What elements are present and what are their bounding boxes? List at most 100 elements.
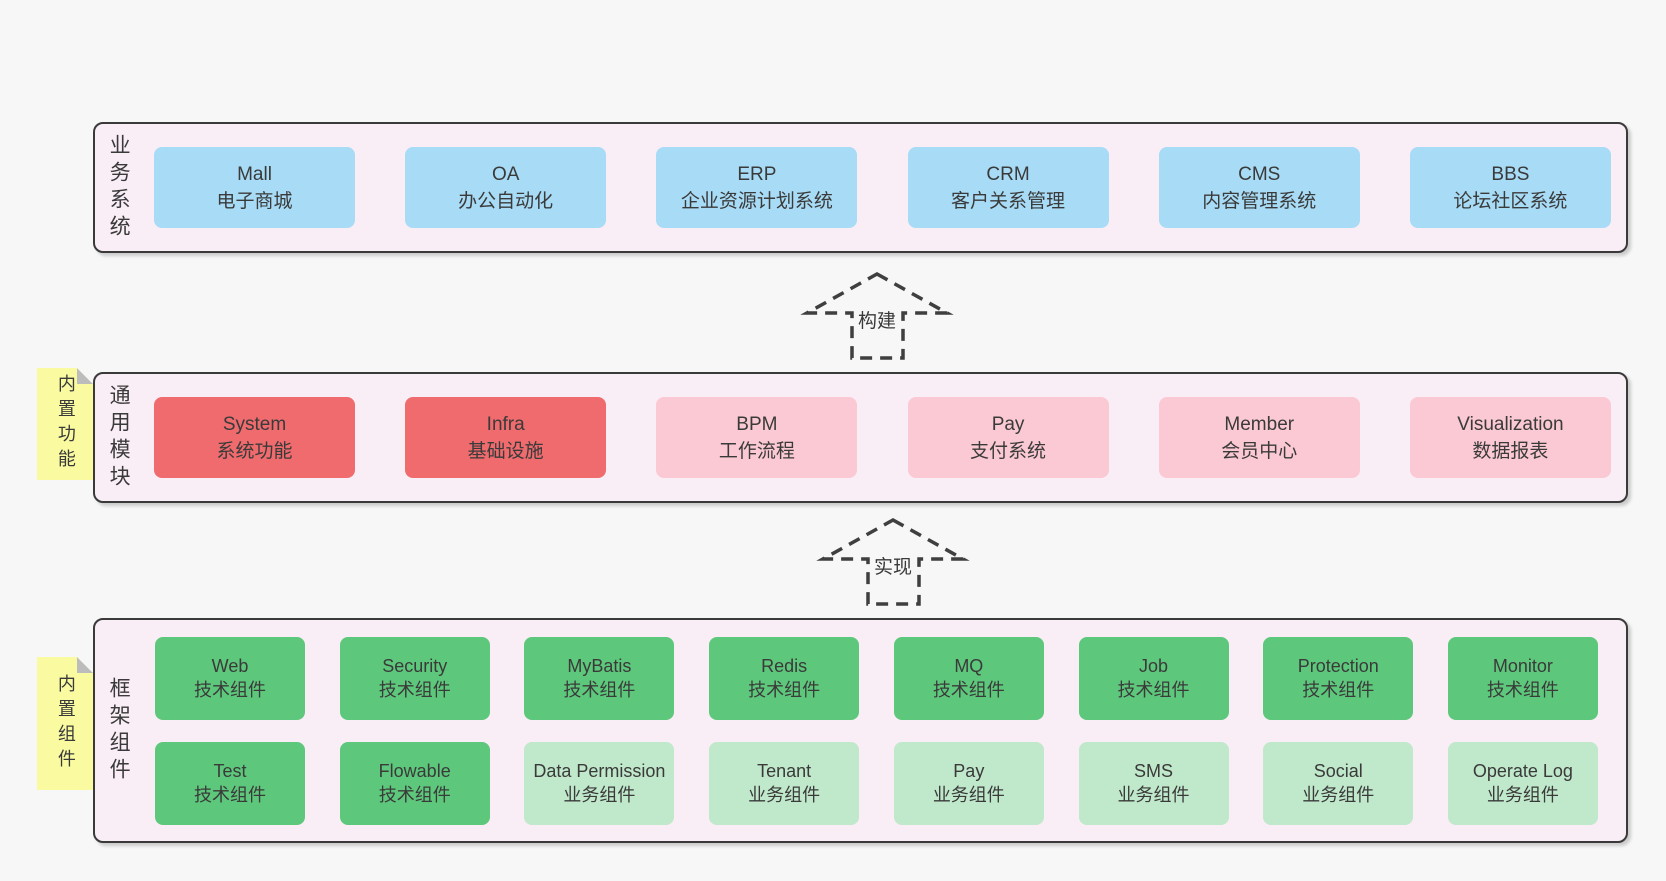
box-name: MQ xyxy=(954,656,984,676)
box-subtitle: 内容管理系统 xyxy=(1202,190,1317,212)
box-subtitle: 技术组件 xyxy=(194,680,266,700)
box-name: Operate Log xyxy=(1472,761,1573,781)
box-subtitle: 数据报表 xyxy=(1472,440,1549,462)
component-box-pay: Pay 支付系统 xyxy=(907,397,1109,478)
component-box-test: Test 技术组件 xyxy=(155,741,305,825)
component-box-mybatis: MyBatis 技术组件 xyxy=(524,636,675,720)
up-arrow-icon xyxy=(816,517,970,606)
layer-label-common-modules: 通用模块 xyxy=(107,383,131,492)
component-box-redis: Redis 技术组件 xyxy=(709,636,860,720)
component-box-pay: Pay 业务组件 xyxy=(893,741,1044,825)
box-name: Pay xyxy=(991,413,1025,435)
box-subtitle: 技术组件 xyxy=(1117,680,1190,700)
box-name: Flowable xyxy=(378,761,451,781)
component-box-security: Security 技术组件 xyxy=(339,636,490,720)
box-name: Data Permission xyxy=(533,761,666,781)
component-box-cms: CMS 内容管理系统 xyxy=(1158,147,1360,228)
box-name: Tenant xyxy=(757,761,812,781)
component-box-protection: Protection 技术组件 xyxy=(1263,636,1414,720)
sticky-note-builtin-features: 内置功能 xyxy=(37,368,93,480)
box-subtitle: 企业资源计划系统 xyxy=(680,190,833,212)
component-box-bbs: BBS 论坛社区系统 xyxy=(1409,147,1611,228)
box-subtitle: 业务组件 xyxy=(1486,785,1559,805)
component-box-tenant: Tenant 业务组件 xyxy=(709,741,860,825)
box-subtitle: 技术组件 xyxy=(194,785,266,805)
component-box-job: Job 技术组件 xyxy=(1078,636,1229,720)
box-name: BPM xyxy=(736,413,778,435)
box-name: CRM xyxy=(986,163,1030,185)
box-subtitle: 支付系统 xyxy=(970,440,1047,462)
box-name: MyBatis xyxy=(567,656,632,676)
box-subtitle: 客户关系管理 xyxy=(951,190,1066,212)
implement-arrow-label: 实现 xyxy=(870,556,916,579)
implement-arrow: 实现 xyxy=(816,514,970,610)
box-name: OA xyxy=(491,163,520,185)
box-subtitle: 工作流程 xyxy=(718,440,795,462)
sticky-note-text: 内置组件 xyxy=(55,673,76,774)
box-name: Infra xyxy=(486,413,525,435)
box-subtitle: 业务组件 xyxy=(563,785,636,805)
box-name: System xyxy=(222,413,287,435)
box-name: Web xyxy=(211,656,249,676)
folded-corner-icon xyxy=(77,657,93,673)
component-box-infra: Infra 基础设施 xyxy=(405,397,607,478)
box-subtitle: 业务组件 xyxy=(748,785,821,805)
box-subtitle: 技术组件 xyxy=(378,785,451,805)
box-name: Monitor xyxy=(1492,656,1553,676)
sticky-note-text: 内置功能 xyxy=(55,374,76,474)
component-box-erp: ERP 企业资源计划系统 xyxy=(656,147,858,228)
component-box-flowable: Flowable 技术组件 xyxy=(339,741,490,825)
box-subtitle: 电子商城 xyxy=(216,190,293,212)
box-subtitle: 技术组件 xyxy=(748,680,821,700)
box-name: Redis xyxy=(761,656,808,676)
component-box-bpm: BPM 工作流程 xyxy=(656,397,858,478)
component-box-web: Web 技术组件 xyxy=(155,636,305,720)
box-subtitle: 技术组件 xyxy=(563,680,636,700)
component-box-operate-log: Operate Log 业务组件 xyxy=(1447,741,1598,825)
box-name: Protection xyxy=(1297,656,1379,676)
box-name: Security xyxy=(382,656,448,676)
box-name: Pay xyxy=(953,761,985,781)
box-subtitle: 技术组件 xyxy=(932,680,1005,700)
box-name: BBS xyxy=(1491,163,1530,185)
box-subtitle: 技术组件 xyxy=(1302,680,1375,700)
box-subtitle: 业务组件 xyxy=(1117,785,1190,805)
box-subtitle: 业务组件 xyxy=(932,785,1005,805)
layer-label-framework-components: 框架组件 xyxy=(107,676,131,785)
box-subtitle: 技术组件 xyxy=(378,680,451,700)
build-arrow: 构建 xyxy=(800,268,954,364)
component-box-monitor: Monitor 技术组件 xyxy=(1447,636,1598,720)
component-box-oa: OA 办公自动化 xyxy=(405,147,607,228)
box-subtitle: 论坛社区系统 xyxy=(1453,190,1568,212)
component-box-data-permission: Data Permission 业务组件 xyxy=(524,741,675,825)
box-name: Test xyxy=(213,761,247,781)
box-name: ERP xyxy=(737,163,777,185)
component-box-sms: SMS 业务组件 xyxy=(1078,741,1229,825)
build-arrow-label: 构建 xyxy=(854,310,900,333)
box-subtitle: 会员中心 xyxy=(1221,440,1298,462)
component-box-member: Member 会员中心 xyxy=(1158,397,1360,478)
box-name: Job xyxy=(1139,656,1169,676)
box-subtitle: 技术组件 xyxy=(1486,680,1559,700)
box-subtitle: 业务组件 xyxy=(1302,785,1375,805)
component-box-mq: MQ 技术组件 xyxy=(893,636,1044,720)
box-name: CMS xyxy=(1238,163,1281,185)
up-arrow-icon xyxy=(800,271,954,360)
box-name: Member xyxy=(1224,413,1295,435)
box-subtitle: 办公自动化 xyxy=(458,190,554,212)
component-box-crm: CRM 客户关系管理 xyxy=(907,147,1109,228)
layer-label-business-systems: 业务系统 xyxy=(107,133,131,242)
box-name: SMS xyxy=(1134,761,1174,781)
box-subtitle: 基础设施 xyxy=(467,440,544,462)
